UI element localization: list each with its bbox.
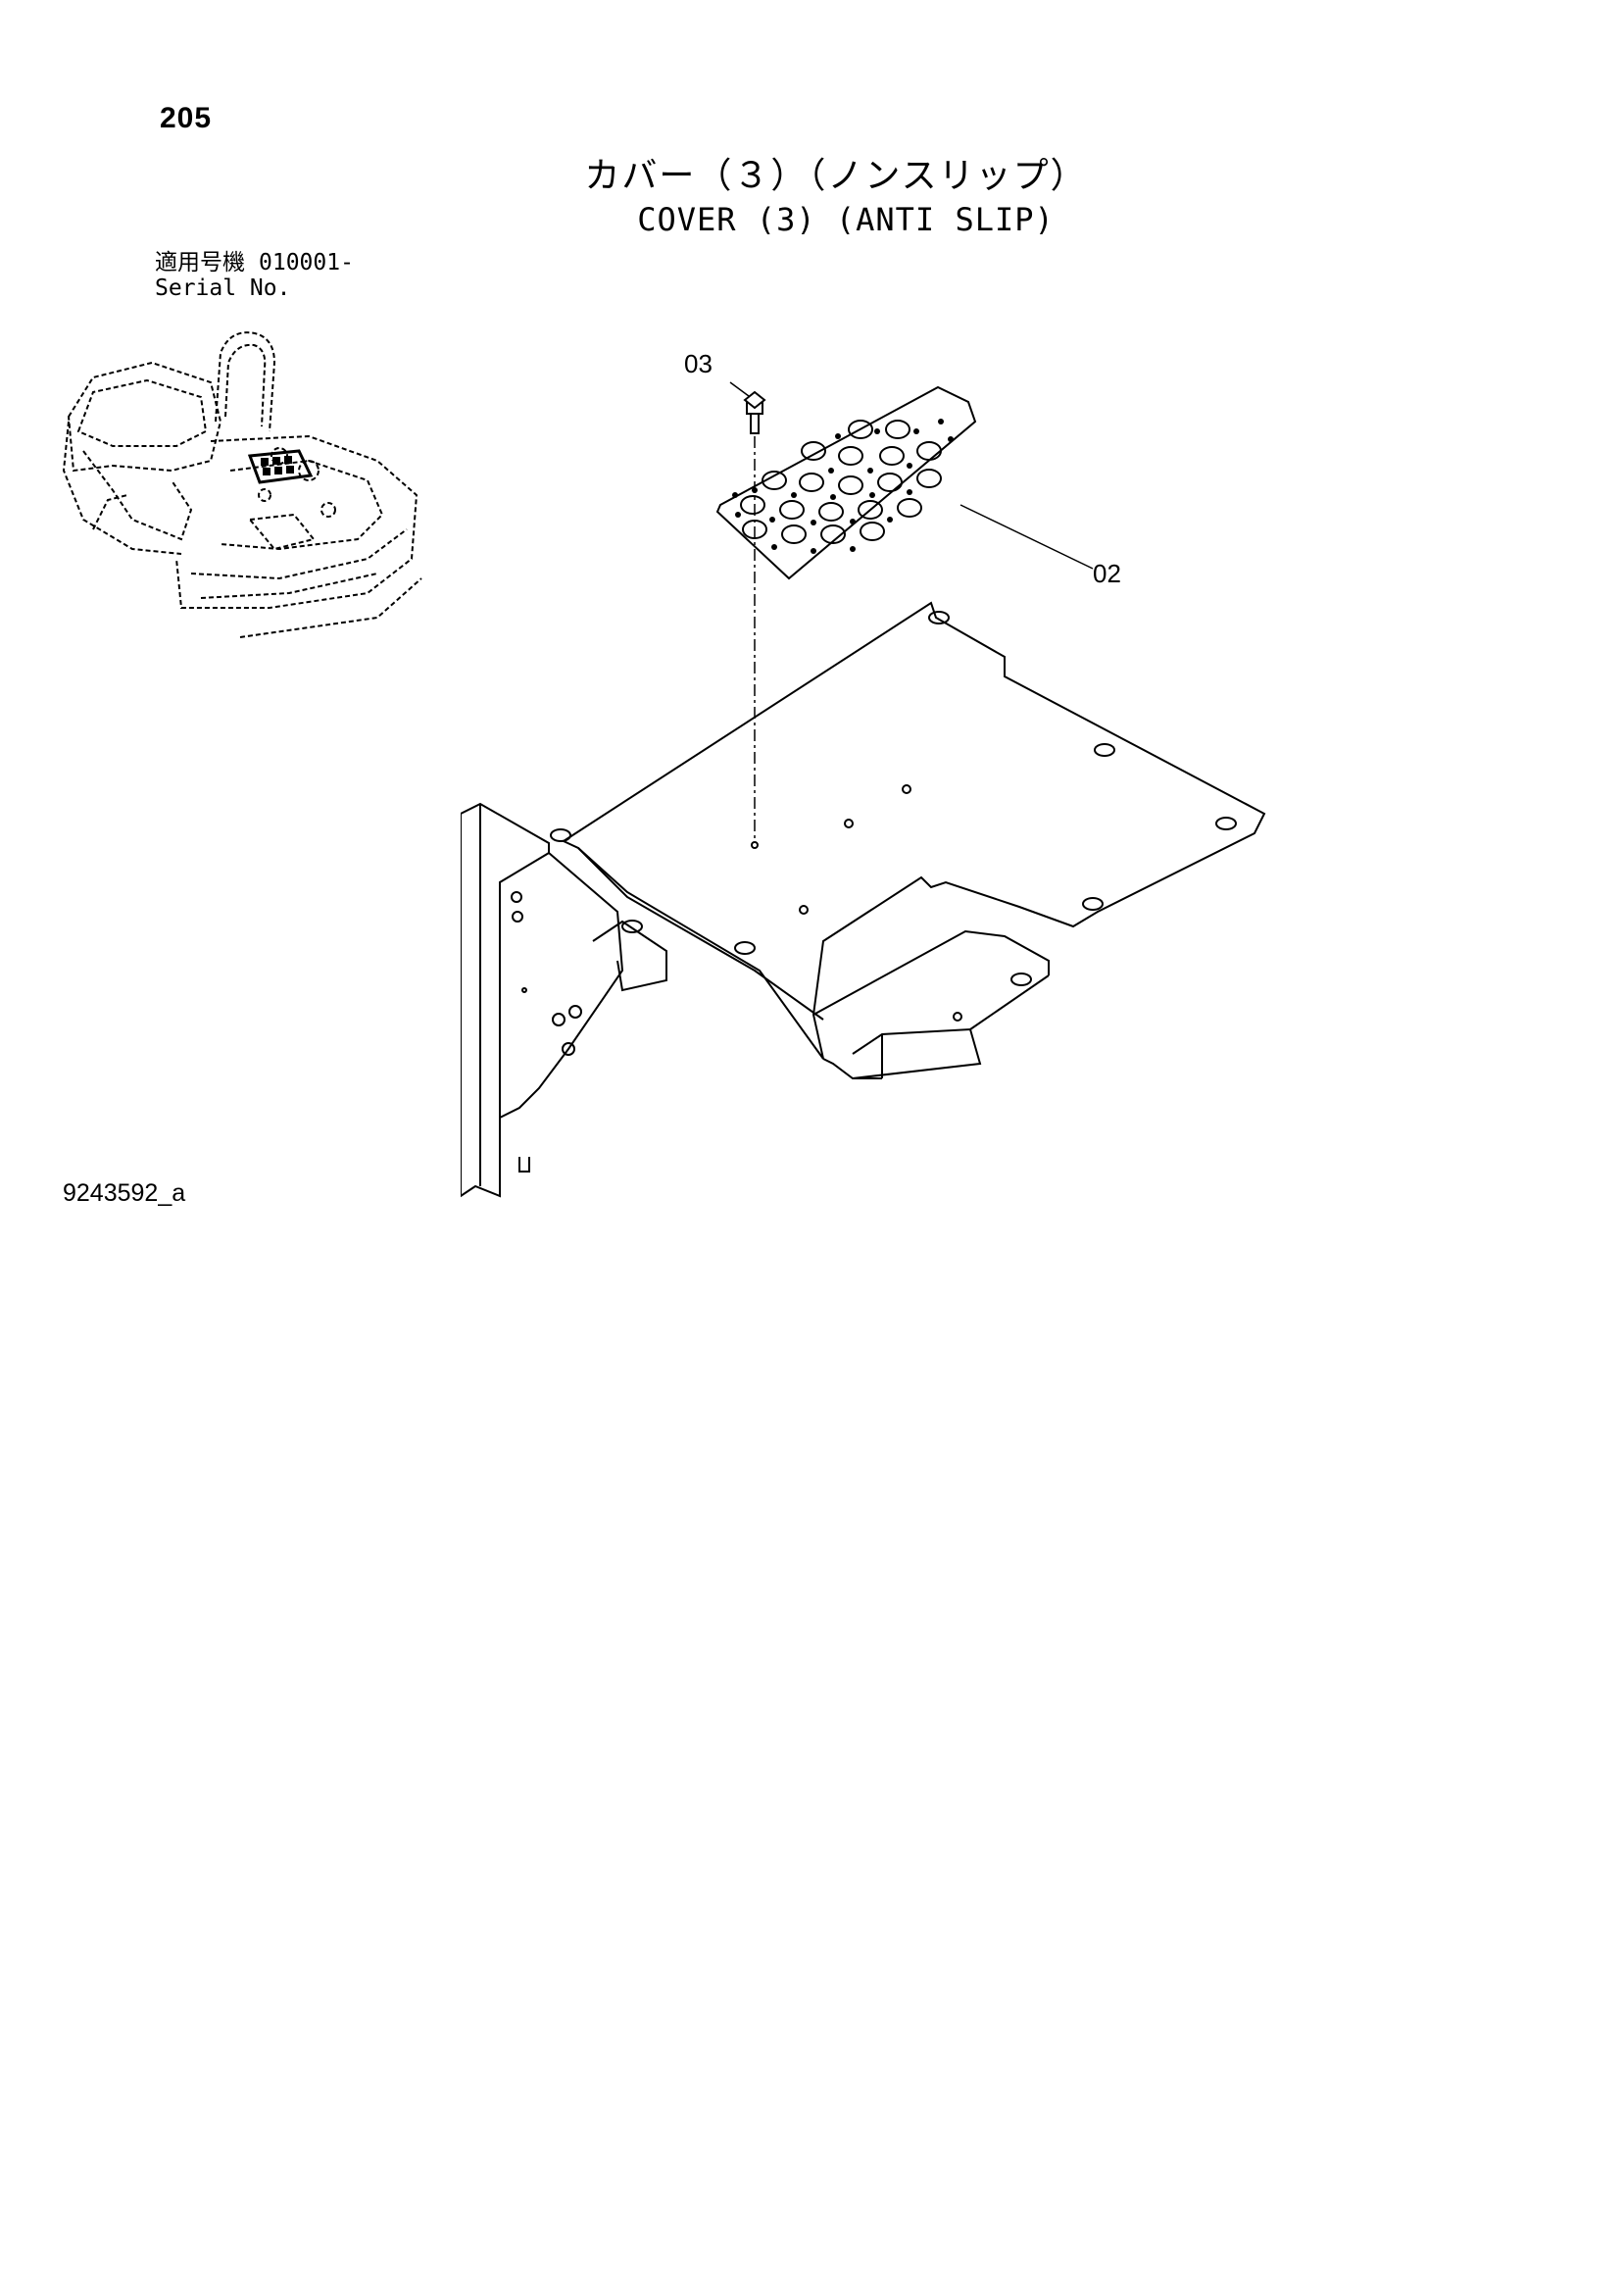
page-number: 205 [160,102,213,134]
serial-row-en: Serial No. [155,275,354,301]
page-title-japanese: カバー（３）（ノンスリップ） [584,156,1088,196]
callout-03: 03 [684,349,713,378]
serial-value: 010001- [259,250,354,275]
anti-slip-holes [732,419,954,554]
anti-slip-plate [715,385,977,580]
excavator-cab-overview-icon [62,331,422,638]
page-title-english: COVER (3) (ANTI SLIP) [637,201,1055,238]
callout-02: 02 [1093,559,1121,588]
anti-slip-studs [740,420,942,544]
serial-label-japanese: 適用号機 [155,250,245,275]
serial-label-english: Serial No. [155,275,291,301]
base-bolts [550,611,1237,986]
bolt-head [743,390,766,410]
serial-row-jp: 適用号機 010001- [155,250,354,275]
anti-slip-cover-plate-icon [461,381,1266,1198]
serial-info: 適用号機 010001- Serial No. [155,250,354,301]
drawing-code: 9243592_a [63,1179,186,1207]
